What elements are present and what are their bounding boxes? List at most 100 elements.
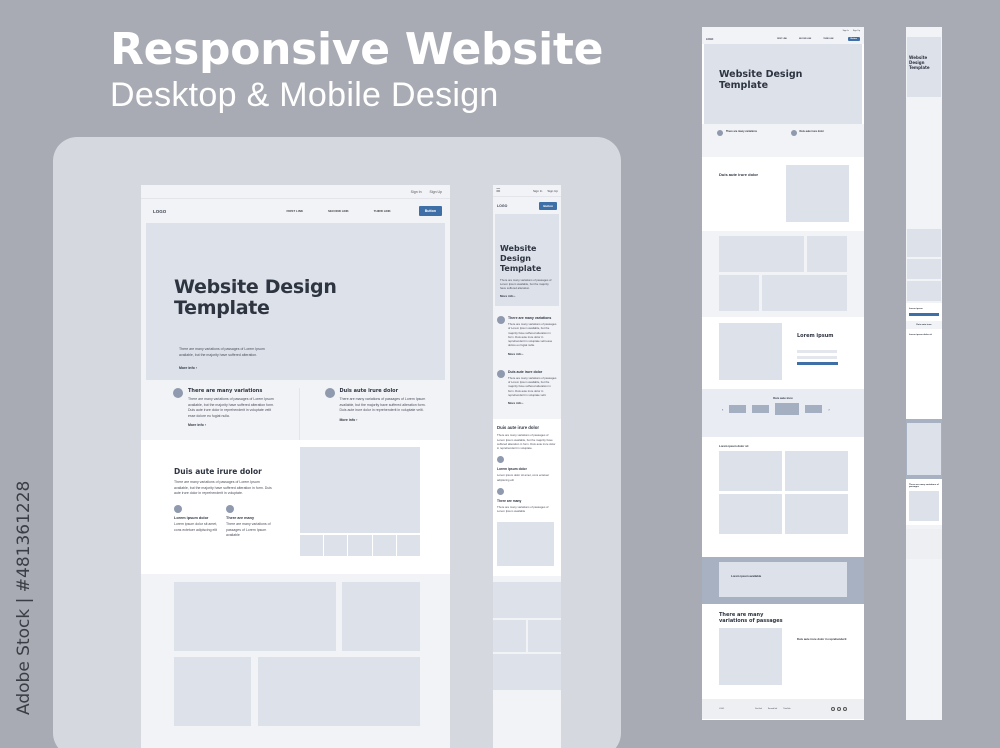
circle-icon (790, 130, 797, 136)
more-info-link[interactable]: More info › (508, 351, 524, 356)
nav-link-second[interactable]: SECOND LINK (328, 209, 349, 213)
nav-button[interactable]: Button (418, 206, 442, 216)
mini-item: There are many There are many variations… (226, 505, 274, 539)
image-placeholder (342, 582, 420, 651)
logo[interactable]: LOGO (153, 208, 167, 214)
nav-link-first[interactable]: FIRST LINK (777, 38, 787, 40)
thumbnail[interactable] (396, 535, 421, 556)
sign-in-link[interactable]: Sign In (410, 189, 422, 194)
features-section: There are many variations There are many… (493, 306, 561, 405)
desktop-topbar: Sign In Sign Up (141, 185, 450, 199)
nav-button[interactable]: Button (539, 201, 557, 210)
image-placeholder (719, 494, 782, 534)
sign-in-link[interactable]: Sign In (532, 188, 543, 193)
banner-section (906, 419, 942, 479)
banner-section: Lorem ipsum available (702, 557, 864, 604)
image-placeholder (174, 582, 336, 651)
image-placeholder (493, 619, 526, 652)
circle-icon (497, 456, 504, 464)
more-info-link[interactable]: More info › (188, 423, 206, 427)
chevron-left-icon[interactable]: ‹ (722, 406, 724, 412)
nav-button[interactable]: Button (847, 37, 860, 41)
social-icon[interactable] (837, 707, 841, 711)
image-placeholder (493, 653, 561, 690)
image-placeholder (907, 259, 941, 279)
thumbnail[interactable] (372, 535, 396, 556)
feature-item: Duis aute irure dolor There are many var… (497, 369, 557, 406)
circle-icon (226, 505, 234, 513)
footer-link[interactable]: First link (755, 708, 762, 710)
image-placeholder (907, 229, 941, 257)
thumbnail[interactable] (324, 535, 348, 556)
carousel-section: Duis aute irure ‹ › (702, 389, 864, 437)
image-placeholder (785, 494, 848, 534)
submit-button[interactable] (797, 362, 838, 365)
carousel-card[interactable] (729, 405, 747, 413)
sign-in-link[interactable]: Sign In (842, 29, 849, 32)
thumbnail[interactable] (300, 535, 324, 556)
email-field[interactable] (797, 356, 837, 359)
form-section: Lorem ipsum (702, 317, 864, 389)
image-placeholder (719, 236, 804, 272)
circle-icon (324, 388, 335, 398)
circle-icon (497, 488, 504, 496)
image-placeholder (786, 165, 849, 222)
sign-up-link[interactable]: Sign Up (429, 189, 442, 194)
menu-icon[interactable]: ☰ (496, 187, 501, 194)
content-section: Duis aute irure dolor There are many var… (141, 440, 450, 574)
circle-icon (497, 369, 505, 378)
gallery-section (493, 576, 561, 690)
circle-icon (173, 388, 183, 398)
nav-link-second[interactable]: SECOND LINK (798, 38, 812, 40)
feature-item: There are many variations There are many… (497, 316, 557, 356)
hero-text: There are many variations of passages of… (179, 347, 265, 357)
desktop-mockup: Sign In Sign Up LOGO FIRST LINK SECOND L… (141, 185, 450, 748)
more-info-link[interactable]: More info › (339, 417, 358, 422)
chevron-right-icon[interactable]: › (828, 406, 830, 412)
headline-title: Responsive Website (110, 24, 604, 75)
image-placeholder (528, 619, 561, 652)
sign-up-link[interactable]: Sign Up (547, 188, 558, 193)
footer-link[interactable]: Third link (783, 708, 791, 710)
image-placeholder (497, 521, 554, 566)
feature-item: There are many variations There are many… (141, 388, 299, 440)
mini-item: Lorem ipsum dolor Lorem ipsum dolor sit … (174, 505, 222, 533)
more-info-link[interactable]: More info › (508, 401, 524, 406)
stock-id-label: Adobe Stock | #481361228 (14, 480, 34, 715)
logo[interactable]: LOGO (497, 203, 508, 208)
image-placeholder (909, 491, 939, 521)
name-field[interactable] (797, 350, 837, 353)
social-icon[interactable] (843, 707, 847, 711)
image-icon (719, 323, 782, 380)
gallery-grid-section: Lorem ipsum dolor sit (702, 437, 864, 557)
submit-button[interactable] (909, 313, 939, 316)
sign-up-link[interactable]: Sign Up (852, 29, 860, 32)
image-placeholder (907, 281, 941, 301)
nav-link-third[interactable]: THIRD LINK (823, 38, 834, 40)
thumbnail[interactable] (348, 535, 372, 556)
long-desktop-mockup: Sign In Sign Up LOGO FIRST LINK SECOND L… (702, 27, 864, 720)
image-placeholder (258, 657, 420, 726)
mobile-nav: LOGO Button (493, 197, 561, 214)
logo[interactable]: LOGO (706, 37, 714, 41)
hero-more-link[interactable]: More info › (179, 366, 197, 370)
social-icon[interactable] (831, 707, 835, 711)
mobile-topbar: ☰ Sign In Sign Up (493, 185, 561, 197)
hero-more-link[interactable]: More info › (500, 294, 516, 298)
carousel-card[interactable] (752, 405, 770, 413)
nav-link-third[interactable]: THIRD LINK (373, 209, 391, 213)
carousel-card[interactable] (805, 405, 823, 413)
footer-link[interactable]: Second link (767, 708, 778, 710)
nav-link-first[interactable]: FIRST LINK (286, 209, 304, 213)
image-placeholder (719, 628, 782, 685)
footer: LOGO First link Second link Third link (702, 699, 864, 719)
carousel-card[interactable] (775, 403, 800, 415)
footer-logo[interactable]: LOGO (719, 708, 725, 710)
